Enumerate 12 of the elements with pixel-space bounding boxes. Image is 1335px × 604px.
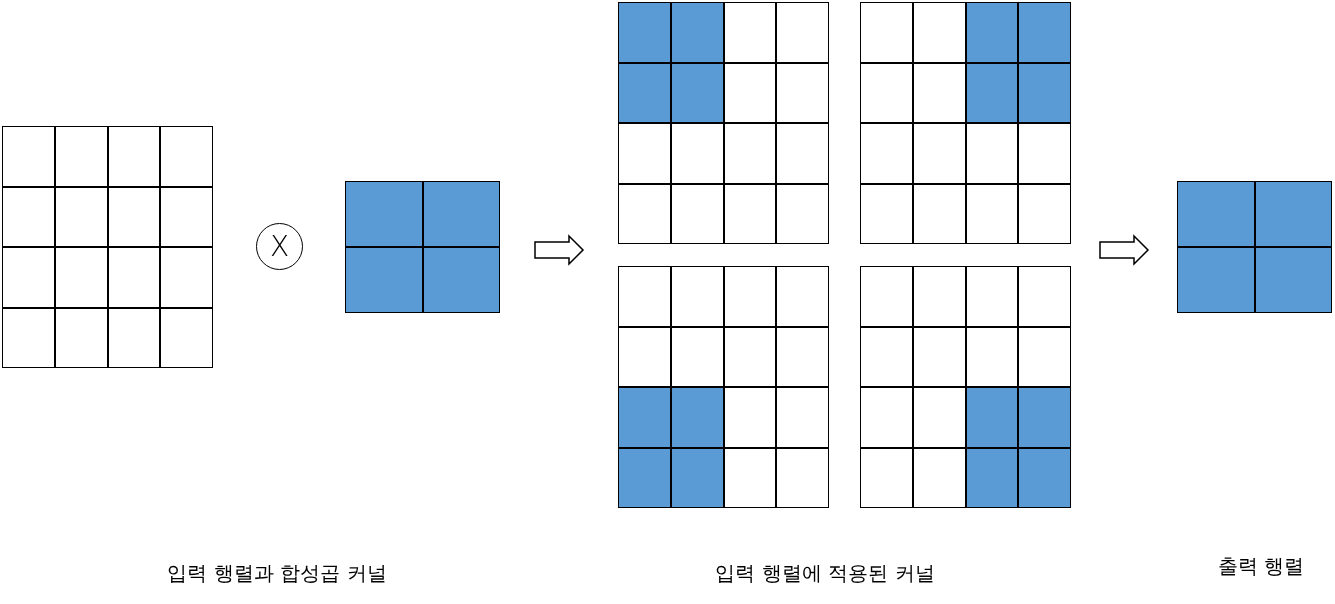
matrix-grid [1177,181,1332,313]
matrix-grid [860,266,1071,508]
matrix-grid [618,2,829,244]
matrix-grid [2,126,213,368]
block-arrow [534,234,585,266]
caption-text: 출력 행렬 [1217,553,1305,580]
caption-text: 입력 행렬에 적용된 커널 [715,560,935,587]
matrix-grid [345,181,500,313]
matrix-grid [618,266,829,508]
matrix-grid [860,2,1071,244]
block-arrow [1099,234,1150,266]
caption-text: 입력 행렬과 합성곱 커널 [167,560,387,587]
